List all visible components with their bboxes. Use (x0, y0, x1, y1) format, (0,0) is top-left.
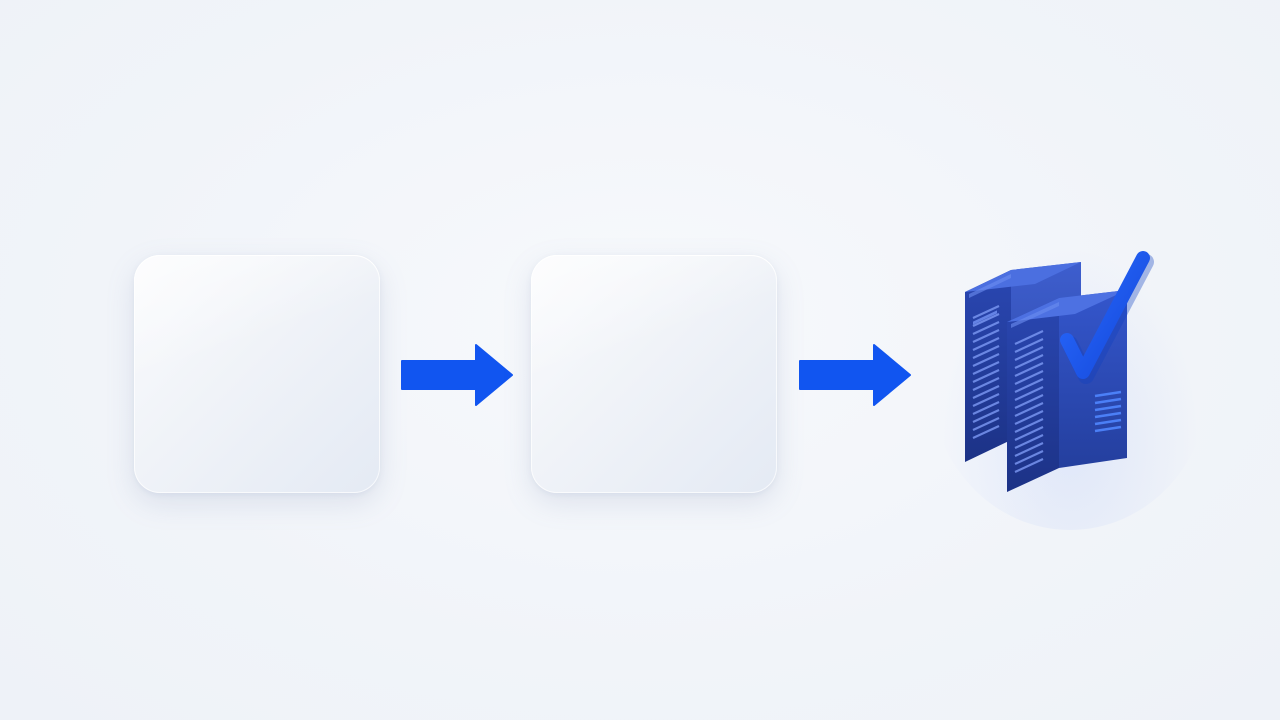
step-card-2 (531, 255, 777, 493)
server-tower-front (1007, 290, 1127, 492)
step-card-1 (134, 255, 380, 493)
arrow-right-icon (401, 344, 513, 406)
server-check-icon (965, 251, 1154, 492)
checkmark-icon (1060, 251, 1154, 384)
arrow-right-icon (799, 344, 911, 406)
